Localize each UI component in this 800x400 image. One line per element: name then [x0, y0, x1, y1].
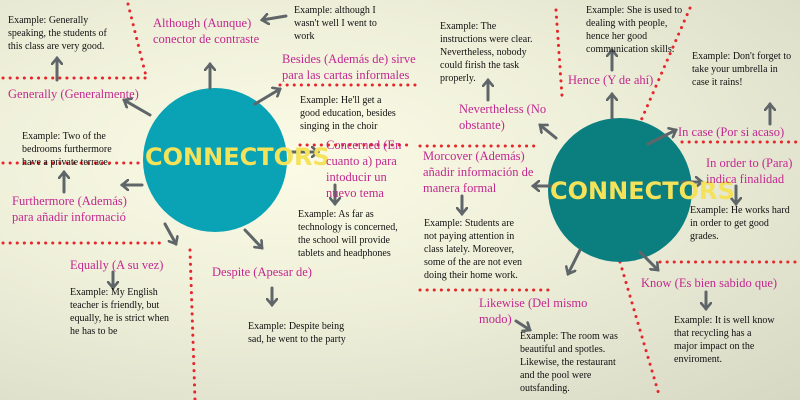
know-term: Know (Es bien sabido que) — [641, 276, 778, 290]
arrow-to-despite — [243, 228, 264, 250]
separator-right-top-diagonal — [634, 6, 692, 134]
furthermore-term: Furthermore (Además) para añadir informa… — [12, 194, 127, 224]
incase-term: In case (Por si acaso) — [678, 125, 785, 139]
left-title: CONNECTORS — [145, 143, 330, 171]
arrow-to-likewise — [568, 248, 582, 274]
separator-left-top-vertical — [126, 2, 148, 78]
left-connectors-circle — [143, 88, 287, 232]
separator-left-bottom-vertical — [188, 248, 197, 400]
arrow-to-nevertheless — [540, 123, 558, 140]
arrow-to-generally — [124, 100, 152, 117]
right-connectors-circle — [548, 118, 692, 262]
arrow-to-besides — [253, 89, 280, 106]
separator-right-bottom-vertical — [618, 260, 662, 400]
arrow-to-incase — [646, 130, 676, 146]
separator-right-top-vertical — [554, 8, 564, 98]
equally-term: Equally (A su vez) — [70, 258, 164, 272]
arrow-to-know — [638, 250, 660, 272]
arrow-to-equally — [163, 222, 176, 244]
inorder-term: In order to (Para)indica finalidad — [706, 156, 793, 186]
generally-term: Generally (Generalmente) — [8, 87, 139, 101]
hence-term: Hence (Y de ahí) — [568, 73, 654, 87]
although-term: Although (Aunque)conector de contraste — [153, 16, 260, 46]
arrow-although-example — [262, 16, 288, 20]
despite-term: Despite (Apesar de) — [212, 265, 312, 279]
arrow-likewise-example — [514, 319, 530, 330]
right-title: CONNECTORS — [550, 177, 735, 205]
